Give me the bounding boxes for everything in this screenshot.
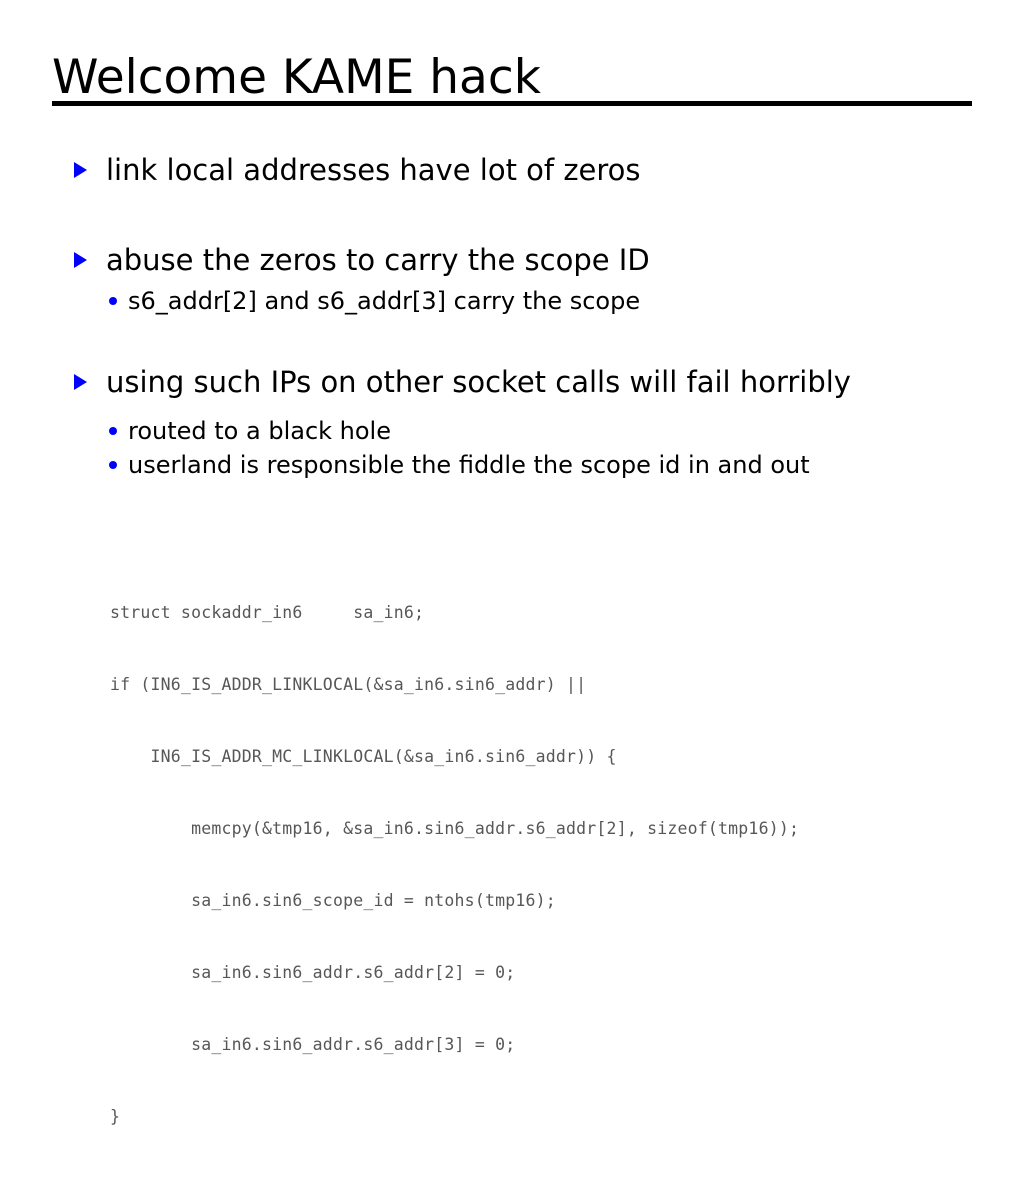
slide: Welcome KAME hack link local addresses h…	[52, 51, 974, 1126]
spacer	[74, 406, 974, 414]
body-content: link local addresses have lot of zeros a…	[74, 146, 974, 482]
blue-dot-bullet-icon	[109, 461, 117, 469]
code-line: sa_in6.sin6_addr.s6_addr[2] = 0;	[110, 963, 516, 982]
bullet-text: using such IPs on other socket calls wil…	[106, 365, 851, 399]
code-line: if (IN6_IS_ADDR_LINKLOCAL(&sa_in6.sin6_a…	[110, 675, 587, 694]
page-title: Welcome KAME hack	[52, 50, 541, 105]
bullet-item-level1: link local addresses have lot of zeros	[74, 146, 974, 194]
bullet-text: routed to a black hole	[128, 417, 391, 445]
code-block: struct sockaddr_in6 sa_in6; if (IN6_IS_A…	[110, 553, 799, 1177]
bullet-text: abuse the zeros to carry the scope ID	[106, 243, 650, 277]
title-block: Welcome KAME hack	[52, 52, 972, 104]
code-line: sa_in6.sin6_scope_id = ntohs(tmp16);	[110, 891, 556, 910]
blue-dot-bullet-icon	[109, 297, 117, 305]
blue-dot-bullet-icon	[109, 427, 117, 435]
bullet-item-level2: s6_addr[2] and s6_addr[3] carry the scop…	[74, 284, 974, 318]
bullet-text: link local addresses have lot of zeros	[106, 153, 641, 187]
code-line: }	[110, 1107, 121, 1126]
blue-triangle-bullet-icon	[74, 374, 87, 390]
bullet-item-level1: abuse the zeros to carry the scope ID	[74, 236, 974, 284]
bullet-item-level1: using such IPs on other socket calls wil…	[74, 358, 974, 406]
title-underline-rule	[52, 101, 972, 106]
code-line: sa_in6.sin6_addr.s6_addr[3] = 0;	[110, 1035, 516, 1054]
bullet-text: userland is responsible the fiddle the s…	[128, 451, 810, 479]
bullet-text: s6_addr[2] and s6_addr[3] carry the scop…	[128, 287, 641, 315]
code-line: struct sockaddr_in6 sa_in6;	[110, 603, 425, 622]
code-line: memcpy(&tmp16, &sa_in6.sin6_addr.s6_addr…	[110, 819, 800, 838]
blue-triangle-bullet-icon	[74, 252, 87, 268]
code-line: IN6_IS_ADDR_MC_LINKLOCAL(&sa_in6.sin6_ad…	[110, 747, 617, 766]
blue-triangle-bullet-icon	[74, 162, 87, 178]
spacer	[74, 194, 974, 236]
spacer	[74, 318, 974, 358]
bullet-item-level2: routed to a black hole	[74, 414, 974, 448]
bullet-item-level2: userland is responsible the fiddle the s…	[74, 448, 974, 482]
